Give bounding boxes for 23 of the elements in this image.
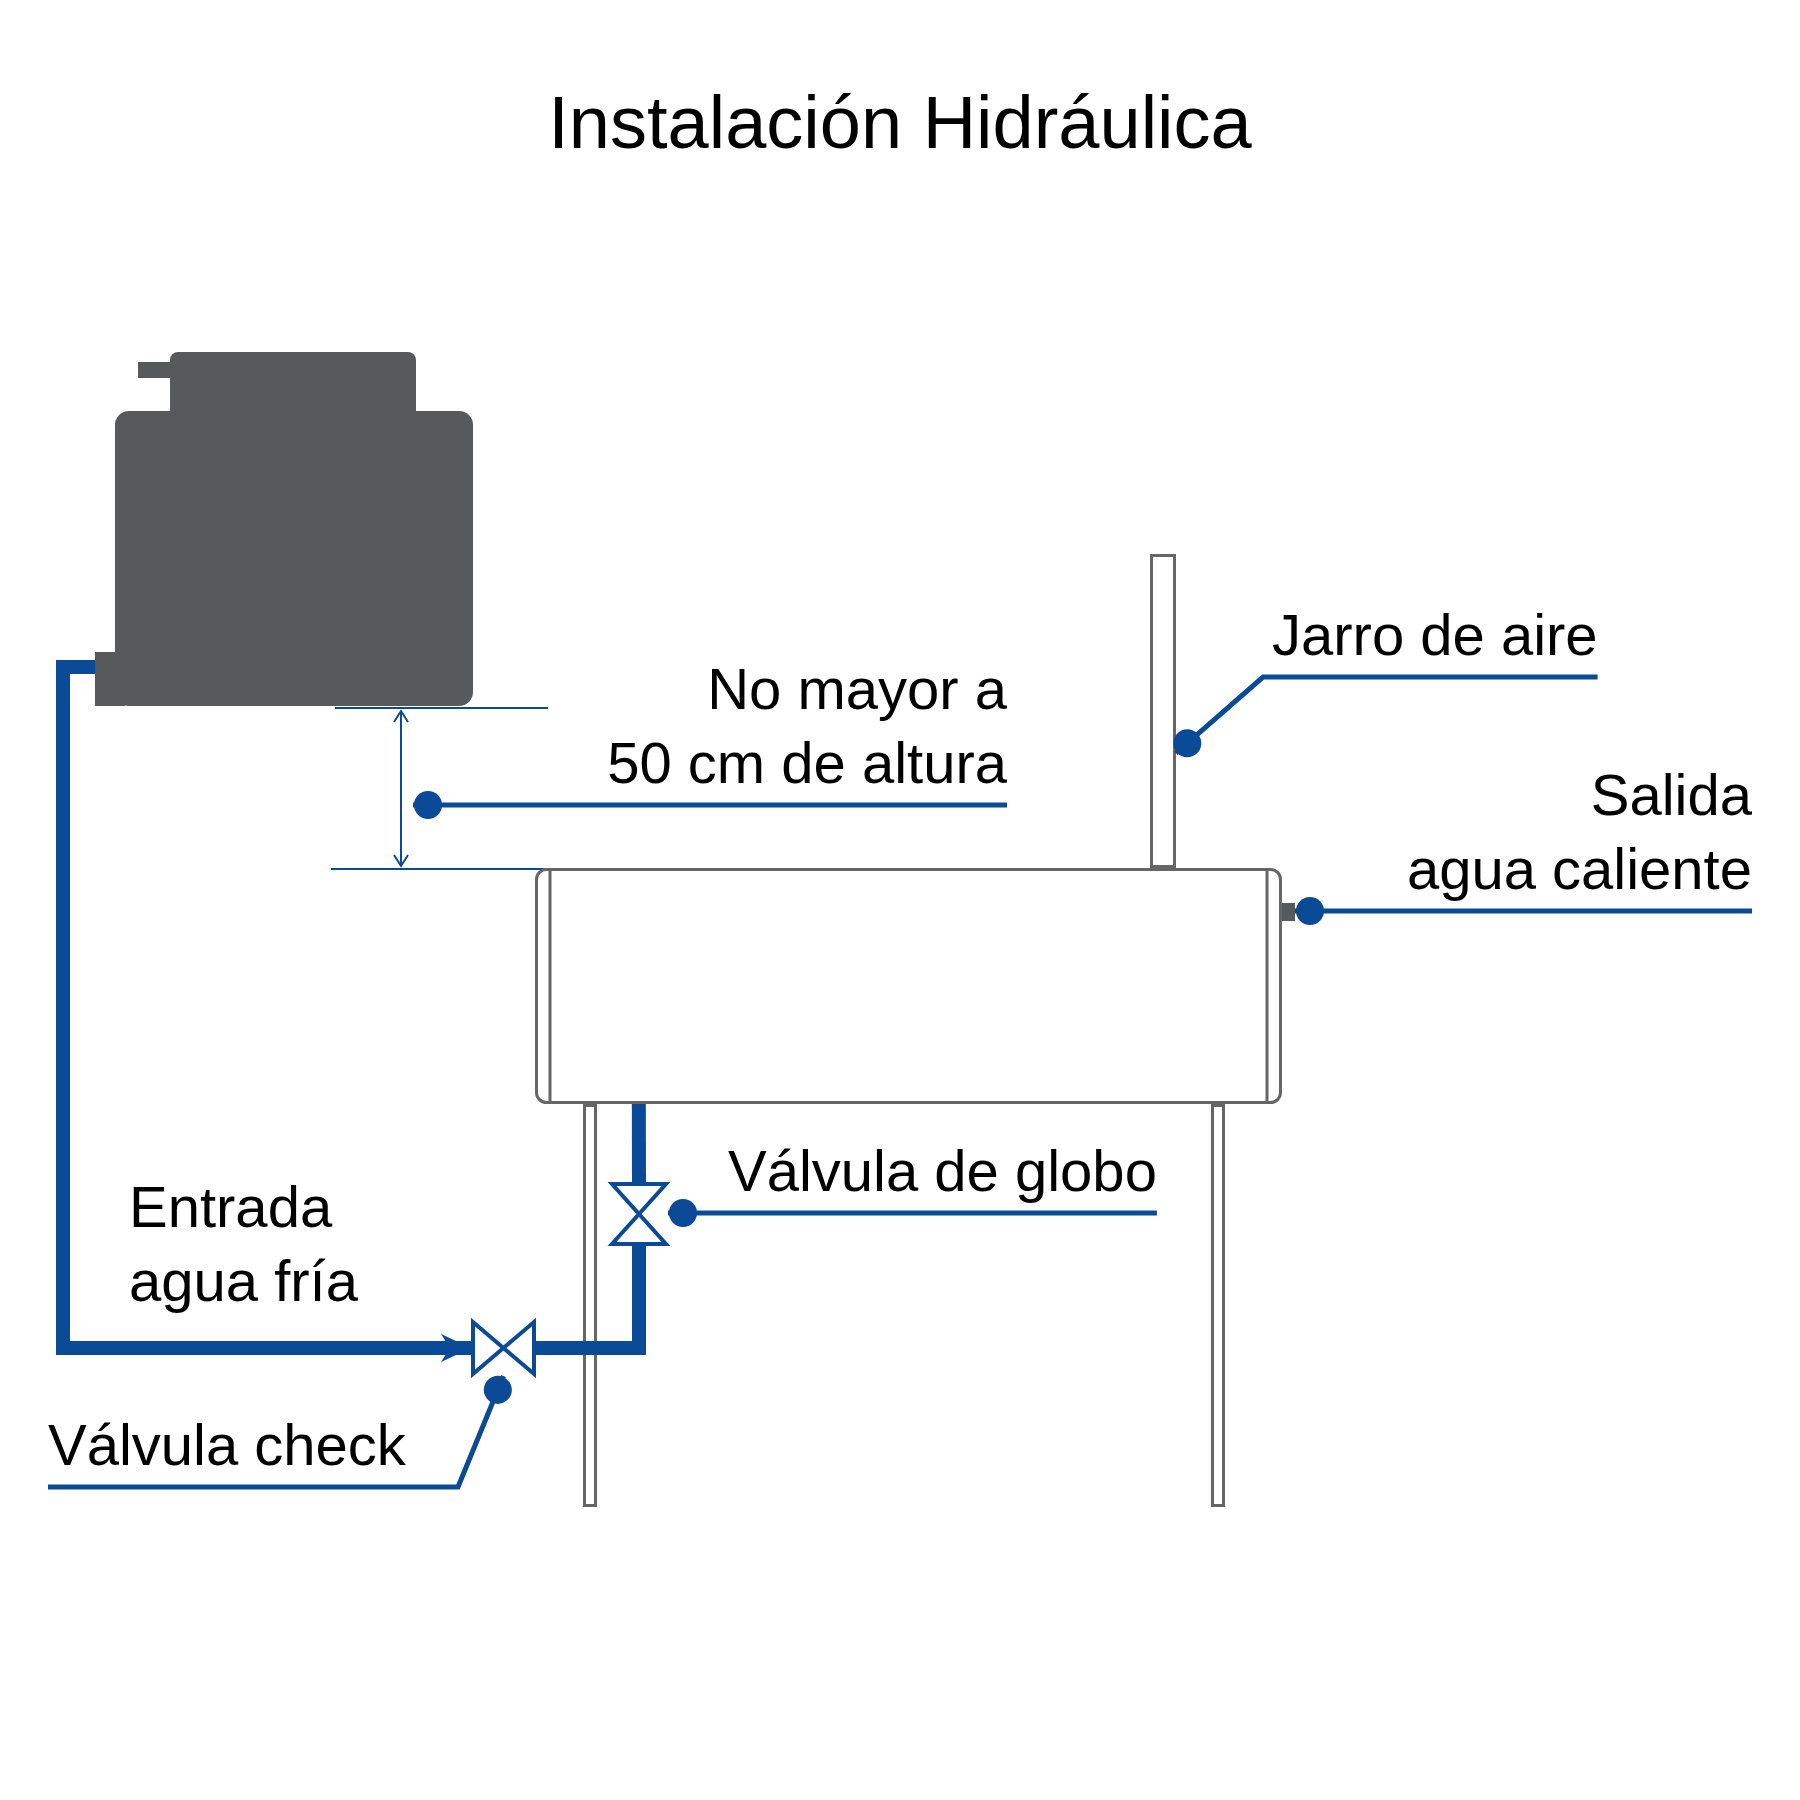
water-pipe [536,1246,646,1355]
check-valve-symbol [471,1320,536,1376]
callout-text: Válvula check [48,1408,406,1482]
callout-text: Jarro de aire [1272,598,1598,672]
leader-line [1295,897,1752,925]
leader-line [413,791,1007,819]
leader-line [668,1199,1157,1227]
callout-text: Válvula de globo [728,1134,1157,1208]
callout-text: Salida agua caliente [1406,758,1752,906]
outlet-fitting [1282,903,1295,921]
water-heater-tank [535,868,1282,1104]
callout-text: Entrada agua fría [129,1173,358,1315]
leader-line [48,1375,512,1490]
water-pipe [56,660,471,1362]
storage-tank [95,352,473,706]
support-leg [583,1104,597,1507]
leader-line [1173,674,1598,758]
support-leg [1211,1104,1225,1507]
callout-text: No mayor a 50 cm de altura [607,652,1007,800]
globe-valve-symbol [610,1182,668,1246]
air-vent-pipe [1150,554,1176,868]
water-pipe [631,1103,646,1183]
diagram-title: Instalación Hidráulica [547,80,1253,165]
